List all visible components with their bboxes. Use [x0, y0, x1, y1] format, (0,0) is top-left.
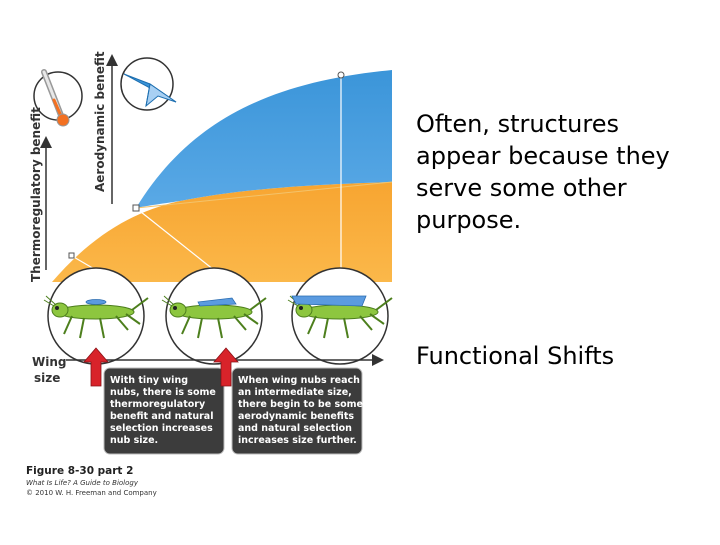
- thermoregulatory-benefit-area: [52, 182, 392, 282]
- insect-icon: [161, 295, 267, 339]
- wing-size-label-line2: size: [34, 371, 60, 385]
- insect-circle-1: [43, 267, 149, 365]
- callout-2-line: increases size further.: [238, 435, 357, 446]
- red-arrow-2: [213, 347, 239, 387]
- curve-marker-1: [68, 252, 75, 259]
- callout-1-line: nubs, there is some: [110, 387, 216, 398]
- curve-marker-3: [337, 71, 345, 79]
- callout-2-line: and natural selection: [238, 423, 352, 434]
- insect-circle-2: [161, 267, 267, 365]
- svg-text:With tiny wing nubs, the: With tiny wing nubs, there is some therm…: [110, 375, 219, 446]
- callout-box-1: With tiny wing nubs, there is some therm…: [103, 367, 225, 455]
- aerodynamic-benefit-area: [136, 70, 392, 208]
- svg-text:When wing nubs reach an: When wing nubs reach an intermediate siz…: [238, 375, 366, 446]
- figure-caption-copyright: © 2010 W. H. Freeman and Company: [26, 489, 157, 497]
- thermo-axis-label: Thermoregulatory benefit: [29, 107, 43, 282]
- curve-marker-2: [132, 204, 140, 212]
- callout-1-line: benefit and natural: [110, 411, 213, 422]
- callout-1-line: thermoregulatory: [110, 399, 206, 410]
- figure-caption-book: What Is Life? A Guide to Biology: [26, 479, 139, 487]
- wing-size-label-line1: Wing: [32, 355, 66, 369]
- insect-icon: [287, 295, 393, 339]
- callout-1-line: With tiny wing: [110, 375, 188, 386]
- figure-caption-title: Figure 8-30 part 2: [26, 465, 133, 477]
- callout-2-line: an intermediate size,: [238, 387, 352, 398]
- aero-axis-label: Aerodynamic benefit: [93, 51, 107, 192]
- red-arrow-1: [83, 347, 109, 387]
- callout-2-line: there begin to be some: [238, 399, 363, 410]
- callout-1-line: selection increases: [110, 423, 213, 434]
- functional-shifts-heading: Functional Shifts: [416, 342, 615, 370]
- insect-circle-3: [287, 267, 393, 365]
- paper-airplane-icon: [120, 57, 177, 111]
- callout-1-line: nub size.: [110, 435, 158, 446]
- callout-2-line: When wing nubs reach: [238, 375, 360, 386]
- callout-box-2: When wing nubs reach an intermediate siz…: [231, 367, 366, 455]
- callout-2-line: aerodynamic benefits: [238, 411, 354, 422]
- insect-icon: [43, 295, 149, 339]
- main-statement: Often, structures appear because they se…: [416, 110, 670, 234]
- thermometer-icon: [33, 69, 83, 127]
